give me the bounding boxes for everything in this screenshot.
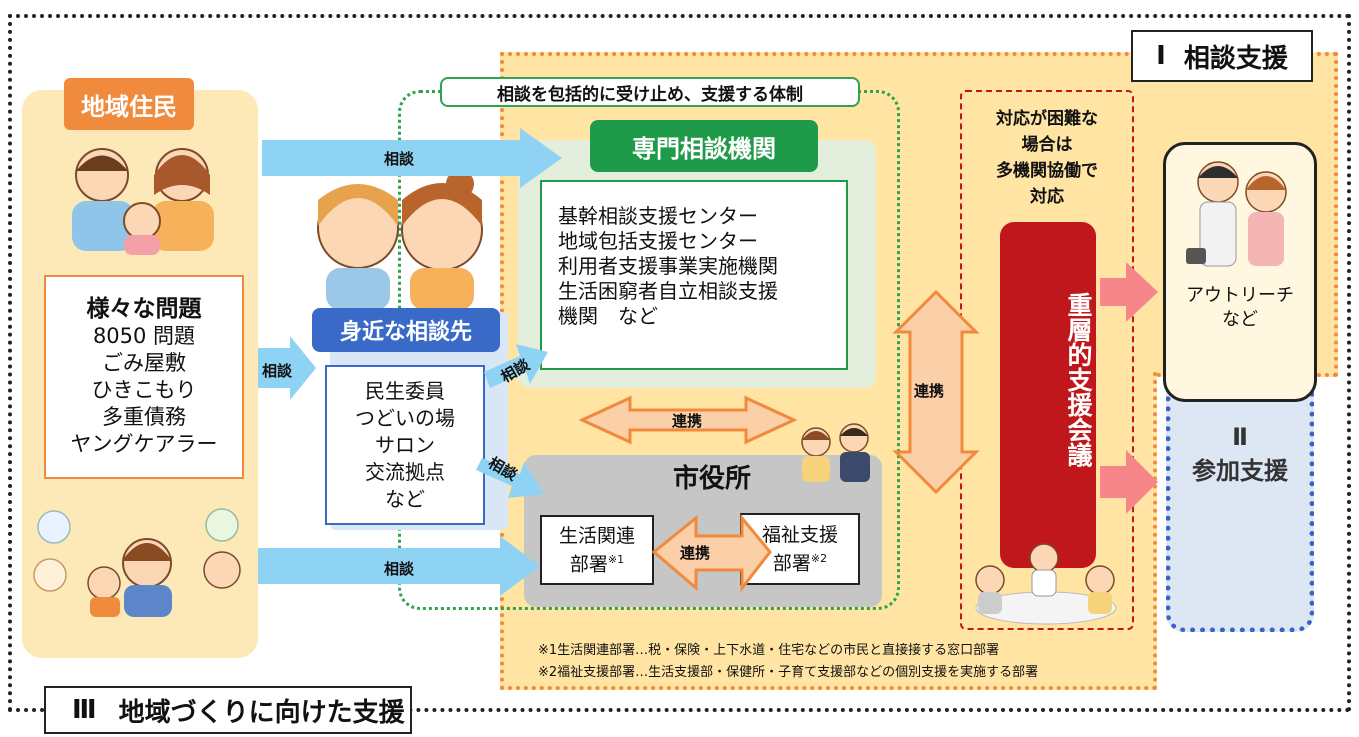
difficult-case-text: 対応が困難な 場合は 多機関協働で 対応 — [962, 106, 1132, 210]
specialized-item: 機関 など — [558, 304, 658, 328]
cooperation-label-vertical: 連携 — [914, 382, 945, 400]
note-mark-2: ※2 — [810, 551, 828, 565]
difficult-line: 多機関協働で — [996, 161, 1098, 181]
footnotes: ※1生活関連部署…税・保険・上下水道・住宅などの市民と直接接する窓口部署 ※2福… — [538, 640, 1038, 684]
lifestyle-dept-line2: 部署 — [569, 553, 608, 576]
community-illustration — [33, 508, 241, 617]
outreach-line2: など — [1222, 309, 1258, 330]
outreach-staff-illustration — [1186, 161, 1287, 267]
meeting-illustration — [975, 543, 1117, 625]
lifestyle-dept-box: 生活関連 部署※1 — [540, 515, 654, 585]
section3-title: 地域づくりに向けた支援 — [118, 697, 405, 728]
specialized-item: 基幹相談支援センター — [558, 204, 758, 228]
near-item: 民生委員 — [365, 378, 445, 403]
problems-box: 様々な問題 8050 問題 ごみ屋敷 ひきこもり 多重債務 ヤングケアラー — [44, 275, 244, 479]
section3-frame — [8, 14, 1351, 712]
section2-box — [1166, 364, 1314, 632]
residents-label: 地域住民 — [64, 78, 194, 130]
difficult-line: 対応 — [1030, 187, 1064, 207]
family-illustration — [72, 148, 214, 255]
note-mark-1: ※1 — [607, 552, 625, 566]
section1-num: Ⅰ — [1156, 41, 1166, 71]
near-item: つどいの場 — [355, 405, 455, 430]
near-item: など — [385, 486, 425, 511]
section2-title: 参加支援 — [1192, 457, 1288, 485]
cooperation-label-horizontal: 連携 — [672, 412, 703, 430]
welfare-dept-box: 福祉支援 部署※2 — [740, 513, 860, 585]
cooperation-label-depts: 連携 — [680, 544, 711, 562]
specialized-box: 基幹相談支援センター 地域包括支援センター 利用者支援事業実施機関 生活困窮者自… — [540, 180, 848, 370]
near-consultation-label: 身近な相談先 — [312, 308, 500, 352]
specialized-item: 地域包括支援センター — [558, 229, 758, 253]
specialized-item: 生活困窮者自立相談支援 — [558, 279, 778, 303]
problem-item: ごみ屋敷 — [102, 351, 186, 375]
consultant-women-illustration — [317, 170, 483, 310]
welfare-dept-line2: 部署 — [772, 552, 811, 575]
specialized-label: 専門相談機関 — [590, 120, 818, 172]
section2-num: Ⅱ — [1232, 423, 1248, 451]
section3-label: Ⅲ 地域づくりに向けた支援 — [44, 686, 412, 734]
section1-label: Ⅰ 相談支援 — [1131, 30, 1313, 82]
footnote-1: ※1生活関連部署…税・保険・上下水道・住宅などの市民と直接接する窓口部署 — [538, 643, 1000, 658]
problem-item: 多重債務 — [102, 405, 186, 429]
near-item: 交流拠点 — [365, 459, 445, 484]
section1-title: 相談支援 — [1183, 43, 1288, 74]
problem-item: 8050 問題 — [92, 324, 196, 348]
welfare-dept-line1: 福祉支援 — [761, 523, 838, 546]
staff-illustration — [801, 423, 870, 482]
problem-item: ひきこもり — [91, 378, 197, 402]
outreach-box — [1163, 142, 1317, 402]
problem-item: ヤングケアラー — [70, 432, 218, 456]
multilayer-support-meeting: 重層的支援会議 — [1000, 222, 1096, 568]
near-item: サロン — [375, 432, 435, 457]
lifestyle-dept-line1: 生活関連 — [558, 524, 635, 547]
specialized-item: 利用者支援事業実施機関 — [558, 254, 778, 278]
difficult-line: 対応が困難な — [996, 109, 1098, 129]
near-consultation-box: 民生委員 つどいの場 サロン 交流拠点 など — [325, 365, 485, 525]
consultation-network-label: 相談を包括的に受け止め、支援する体制 — [440, 77, 860, 107]
outreach-text: アウトリーチ など — [1163, 284, 1317, 332]
consult-label-top: 相談 — [384, 150, 415, 168]
city-hall-label: 市役所 — [672, 464, 751, 494]
consult-label-bottom: 相談 — [384, 560, 415, 578]
consult-label-near: 相談 — [262, 362, 293, 380]
problems-title: 様々な問題 — [86, 296, 202, 322]
section2-label: Ⅱ 参加支援 — [1166, 420, 1314, 488]
outreach-line1: アウトリーチ — [1186, 285, 1294, 306]
difficult-line: 場合は — [1021, 135, 1073, 155]
footnote-2: ※2福祉支援部署…生活支援部・保健所・子育て支援部などの個別支援を実施する部署 — [538, 665, 1039, 680]
section3-num: Ⅲ — [72, 695, 97, 725]
